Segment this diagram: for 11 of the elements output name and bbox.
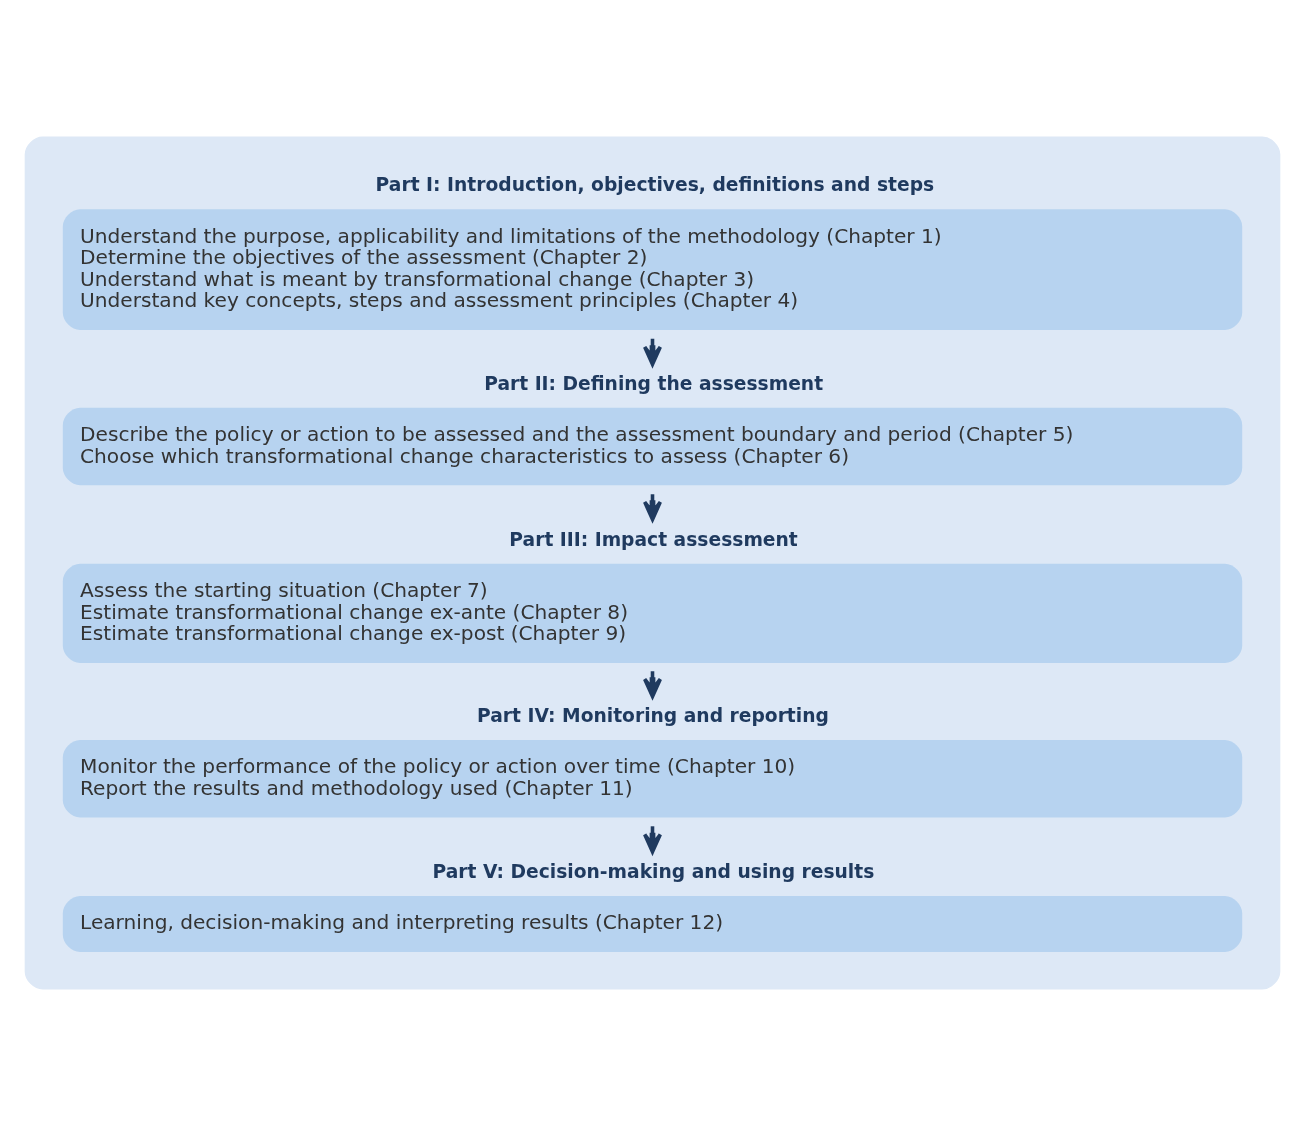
node-box: Learning, decision-making and interpreting results (Chapter 12) (62, 895, 1243, 953)
node-box: Describe the policy or action to be assessed and the assessment boundary and period (Chapter 5) Choose which transformational change characteristics to assess (Chapter 6) (62, 407, 1243, 486)
cluster (24, 136, 1281, 990)
node-box: Monitor the performance of the policy or action over time (Chapter 10) Report the results and methodology used (Chapter 11) (62, 739, 1243, 818)
node-box: Assess the starting situation (Chapter 7) Estimate transformational change ex-ante (Chapter 8) Estimate transformational change ex-post (Chapter 9) (62, 563, 1243, 663)
node-box: Understand the purpose, applicability and limitations of the methodology (Chapter 1) Determine the objectives of the assessment (Chapter 2) Understand what is meant by transformational change (Chapter 3) Understand key concepts, steps and assessment principles (Chapter 4) (62, 209, 1243, 330)
node-label: Part V: Decision-making and using results (432, 860, 875, 882)
node-label: Part I: Introduction, objectives, definitions and steps (375, 174, 935, 196)
node-label: Part II: Defining the assessment (484, 372, 824, 394)
node-label: Part III: Impact assessment (509, 528, 798, 550)
node-label: Part IV: Monitoring and reporting (477, 704, 829, 726)
